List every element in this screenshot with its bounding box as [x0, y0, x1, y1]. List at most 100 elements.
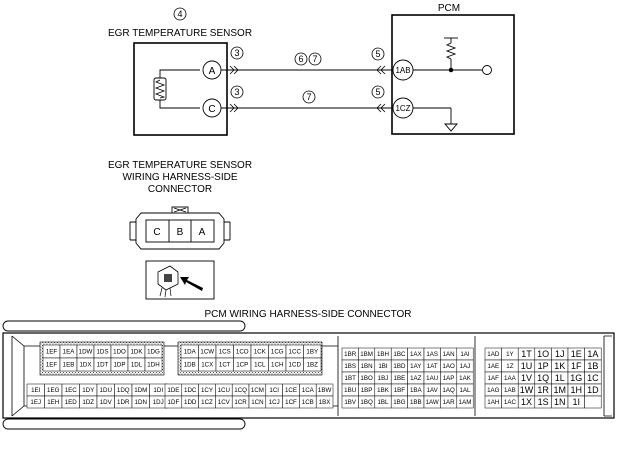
pcm-pin-label: 1BZ [307, 362, 319, 369]
pcm-pin-label: 1CW [200, 349, 214, 356]
terminal-c: C [208, 104, 215, 115]
pin-c-callout-circle [230, 85, 244, 99]
pcm-pin-label: 1AV [427, 387, 439, 394]
sensor-callout-circle [173, 7, 187, 21]
pcm-pin-label: 1DV [100, 399, 113, 406]
pcm-pin-label: 1Z [506, 363, 513, 370]
pcm-pin-label: 1EI [31, 387, 41, 394]
pcm-pin-label: 1CN [251, 399, 263, 406]
pcm-pin-label: 1AQ [442, 387, 455, 394]
pcm-pin-label: 1BU [344, 387, 356, 394]
pcm-pin-label: 1H [571, 385, 583, 395]
pcm-pin-label: 1DT [97, 362, 109, 369]
pcm-pin-label: 1DE [167, 387, 179, 394]
pcm-pin-cell [584, 395, 602, 409]
pcm-pin-label: 1AY [410, 363, 421, 370]
pcm-pin-label: 1BB [410, 399, 422, 406]
pcm-pin-label: 1BA [410, 387, 423, 394]
pcm-pin-cell [456, 395, 474, 409]
pcm-pin-label: 1G [570, 373, 582, 383]
pcm-pin-label: 1L [555, 373, 565, 383]
wire-bottom-callout-circle [302, 90, 316, 104]
pcm-connector-inner-profile-2 [337, 335, 612, 417]
circuit-section: 4 EGR TEMPERATURE SENSOR A C 3 3 6 [108, 3, 515, 136]
pcm-pin-label: 1CG [271, 349, 284, 356]
pin-a-callout: 3 [234, 48, 239, 58]
pcm-pin-label: 1BG [393, 399, 406, 406]
pcm-pin-label: 1DB [184, 362, 196, 369]
pcm-pin-label: 1DI [153, 387, 163, 394]
pcm-pin-label: 1Y [506, 351, 514, 358]
pcm-pin-label: 1AE [487, 363, 499, 370]
pcm-pin-label: 1EC [65, 387, 78, 394]
ground-icon [413, 107, 458, 132]
pcm-pin-label: 1CE [285, 387, 297, 394]
pcm-pin-label: 1CC [289, 349, 302, 356]
sensor-connector-title-2: WIRING HARNESS-SIDE [122, 172, 237, 183]
pcm-pin-cell [144, 357, 163, 372]
pcm-pin-label: 1CD [289, 362, 302, 369]
pcm-pin-label: 1BP [361, 387, 373, 394]
pcm-pin-label: 1DS [96, 349, 108, 356]
pcm-title: PCM [438, 3, 460, 14]
pcm-pin-label: 1BO [360, 375, 373, 382]
pcm-pin-label: 1DH [147, 362, 159, 369]
pcm-pin-label: 1AF [488, 375, 500, 382]
pcm-pin-label: 1A [587, 349, 598, 359]
pcm-pin-label: 1DU [100, 387, 112, 394]
pcm-pin-label: 1AW [426, 399, 439, 406]
pcm-pin-top-callout-circle [371, 47, 385, 61]
pcm-pin-label: 1CX [201, 362, 213, 369]
pcm-pin-label: 1O [537, 349, 549, 359]
pcm-pin-cell [315, 395, 334, 409]
pcm-pin-label: 1DD [184, 399, 197, 406]
pcm-pin-label: 1DM [134, 387, 147, 394]
pcm-pin-label: 1C [587, 373, 599, 383]
pcm-pin-label: 1AZ [410, 375, 422, 382]
pcm-connector-top-rail [2, 320, 246, 332]
pcm-pin-label: 1BL [377, 399, 389, 406]
pcm-pin-bottom-callout-circle [371, 85, 385, 99]
pcm-pin-label: 1BN [361, 363, 373, 370]
pcm-pin-label: 1DP [113, 362, 125, 369]
pcm-pin-label: 1W [520, 385, 534, 395]
pcm-pin-label: 1DK [130, 349, 143, 356]
pcm-pin-label: 1CU [218, 387, 230, 394]
pcm-pin-label: 1BV [344, 399, 357, 406]
pin-c-callout: 3 [234, 87, 239, 97]
pcm-pin-label: 1AD [487, 351, 500, 358]
pcm-pin-label: 1AR [443, 399, 456, 406]
pcm-pin-label: 1CO [236, 349, 249, 356]
wire-top-callout-circle [294, 52, 308, 66]
pcm-pin-label: 1CJ [269, 399, 280, 406]
pcm-pin-top: 1AB [395, 66, 410, 75]
pcm-pin-label: 1CP [236, 362, 248, 369]
pcm-pin-label: 1M [553, 385, 566, 395]
pcm-pin-label: 1EB [63, 362, 75, 369]
pcm-pin-label: 1AM [459, 399, 472, 406]
pcm-pin-label: 1EF [46, 349, 58, 356]
pcm-pin-label: 1CV [218, 399, 231, 406]
pcm-pin-label: 1CM [251, 387, 264, 394]
sensor-connector-pin-c: C [153, 227, 160, 238]
wire-top-callout-1: 6 [298, 54, 303, 64]
pcm-pin-label: 1CF [285, 399, 297, 406]
pcm-pin-label: 1CQ [234, 387, 247, 394]
pcm-pin-label: 1AP [443, 375, 455, 382]
pcm-pin-label: 1CI [269, 387, 279, 394]
pcm-pin-label: 1BK [377, 387, 390, 394]
pcm-pin-label: 1AH [487, 399, 499, 406]
pcm-internal-circuit [413, 37, 492, 75]
sensor-connector-face [129, 206, 231, 250]
pcm-pin-label: 1EA [63, 349, 76, 356]
pcm-pin-label: 1AO [442, 363, 455, 370]
pcm-pin-label: 1AX [410, 351, 422, 358]
view-direction-icon [145, 260, 215, 300]
pcm-pin-label: 1AJ [460, 363, 471, 370]
pcm-pin-label: 1J [555, 349, 565, 359]
pcm-pin-label: 1CY [201, 387, 213, 394]
pcm-pin-label: 1B [587, 361, 598, 371]
pcm-pin-label: 1AA [504, 375, 517, 382]
